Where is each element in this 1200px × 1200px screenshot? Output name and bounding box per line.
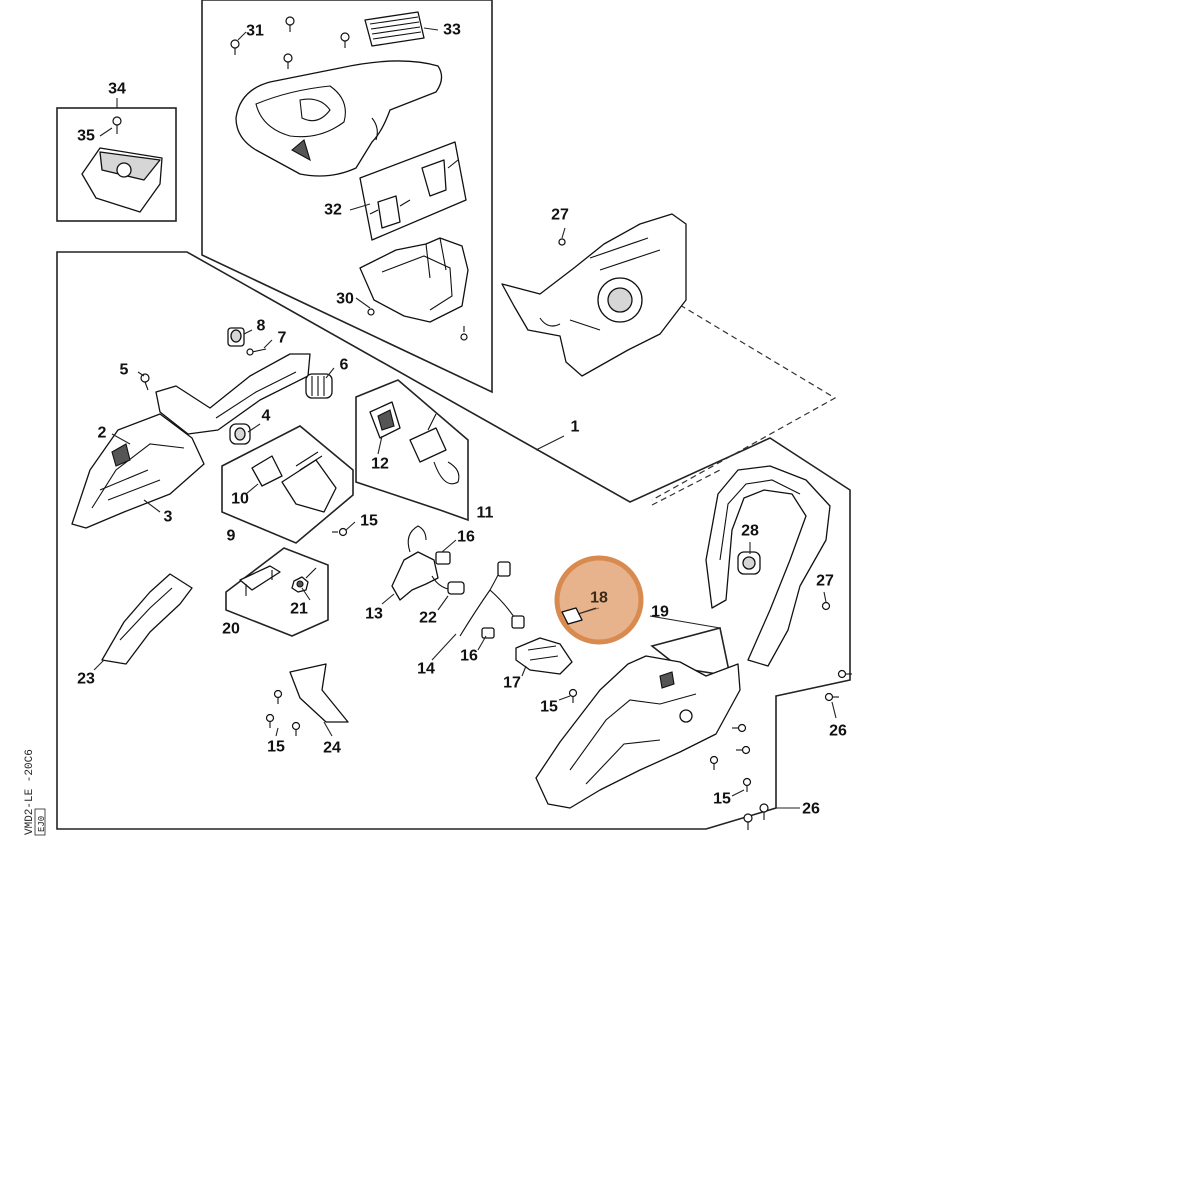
- callout-15d[interactable]: 15: [713, 791, 731, 808]
- callout-16b[interactable]: 16: [460, 648, 478, 665]
- callout-34[interactable]: 34: [108, 81, 126, 98]
- part-32-bracket: [359, 141, 467, 241]
- callout-12[interactable]: 12: [371, 456, 389, 473]
- callout-18[interactable]: 18: [590, 590, 608, 607]
- callout-22[interactable]: 22: [419, 610, 437, 627]
- box-20-frame: [225, 547, 329, 637]
- part-8-bushing: [227, 327, 245, 347]
- part-6-av-element: [305, 373, 333, 399]
- av-bar: [155, 353, 311, 435]
- part-3-housing: [71, 413, 205, 529]
- part-5-screw: [140, 373, 150, 391]
- assembly-dash-handle: [651, 469, 721, 506]
- part-13-wiring: [391, 525, 457, 601]
- side-code-badge: EJ0: [37, 816, 47, 832]
- callout-27b[interactable]: 27: [816, 573, 834, 590]
- part-19-rear-handle: [535, 655, 741, 809]
- callout-labels: 1 2 3 4 5 6 7 8 9 10 11 12 13 14 15 15 1…: [77, 22, 847, 818]
- callout-21[interactable]: 21: [290, 601, 308, 618]
- part-23-handle-cover: [101, 573, 193, 665]
- part-4-av-element: [229, 423, 251, 445]
- callout-15c[interactable]: 15: [267, 739, 285, 756]
- part-16-connector: [435, 551, 451, 565]
- part-22-plug: [447, 581, 465, 595]
- assembly-dash-crankcase: [651, 304, 837, 501]
- side-code-text: VMD2-LE -20C6: [24, 749, 36, 835]
- callout-1[interactable]: 1: [571, 419, 580, 436]
- part-33-grille: [364, 11, 425, 47]
- callout-9[interactable]: 9: [227, 528, 236, 545]
- callout-15b[interactable]: 15: [540, 699, 558, 716]
- part-17-trigger: [515, 637, 573, 675]
- part-12-switch: [369, 401, 401, 439]
- callout-26b[interactable]: 26: [802, 801, 820, 818]
- callout-31[interactable]: 31: [246, 23, 264, 40]
- callout-23[interactable]: 23: [77, 671, 95, 688]
- box-11-frame: [355, 379, 469, 522]
- main-housing-frame: [56, 251, 851, 830]
- callout-14[interactable]: 14: [417, 661, 435, 678]
- part-31-screws: [230, 16, 350, 69]
- part-28-av-buffer: [737, 551, 761, 575]
- part-27-screws: [558, 238, 831, 611]
- part-15-screws: [265, 527, 752, 792]
- part-18-knob-over: [561, 607, 597, 625]
- leader-lines: [93, 27, 837, 809]
- callout-27a[interactable]: 27: [551, 207, 569, 224]
- callout-11[interactable]: 11: [477, 505, 494, 522]
- top-cover-group-frame: [201, 0, 493, 394]
- callout-30[interactable]: 30: [336, 291, 354, 308]
- part-7-screw: [246, 348, 267, 356]
- callout-2[interactable]: 2: [98, 425, 107, 442]
- part-16b-connector: [481, 627, 495, 639]
- callout-20[interactable]: 20: [222, 621, 240, 638]
- callout-15a[interactable]: 15: [360, 513, 378, 530]
- part-34-module: [81, 116, 163, 213]
- part-26-screws: [743, 669, 852, 830]
- callout-6[interactable]: 6: [340, 357, 349, 374]
- callout-7[interactable]: 7: [278, 330, 287, 347]
- side-code-badge-box: [34, 808, 46, 836]
- callout-3[interactable]: 3: [164, 509, 173, 526]
- part-30-airbox: [359, 237, 469, 341]
- callout-16a[interactable]: 16: [457, 529, 475, 546]
- callout-19[interactable]: 19: [651, 604, 669, 621]
- callout-17[interactable]: 17: [503, 675, 521, 692]
- callout-13[interactable]: 13: [365, 606, 383, 623]
- callout-8[interactable]: 8: [257, 318, 266, 335]
- part-21-nut: [291, 567, 317, 593]
- box-9-frame: [221, 425, 354, 544]
- handle-bar: [705, 465, 831, 667]
- part-10-switch-assembly: [251, 451, 337, 513]
- callout-32[interactable]: 32: [324, 202, 342, 219]
- callout-10[interactable]: 10: [231, 491, 249, 508]
- part-20-clip: [239, 565, 281, 596]
- callout-28[interactable]: 28: [741, 523, 759, 540]
- crankcase: [501, 213, 687, 377]
- callout-5[interactable]: 5: [120, 362, 129, 379]
- part-24-guard: [289, 663, 349, 723]
- callout-24[interactable]: 24: [323, 740, 341, 757]
- side-code: VMD2-LE -20C6 EJ0: [24, 749, 47, 836]
- callout-26a[interactable]: 26: [829, 723, 847, 740]
- part-14-wiring: [459, 561, 525, 637]
- callout-4[interactable]: 4: [262, 408, 271, 425]
- callout-33[interactable]: 33: [443, 22, 461, 39]
- top-shroud: [235, 60, 443, 177]
- callout-35[interactable]: 35: [77, 128, 95, 145]
- part-11-module: [409, 413, 460, 485]
